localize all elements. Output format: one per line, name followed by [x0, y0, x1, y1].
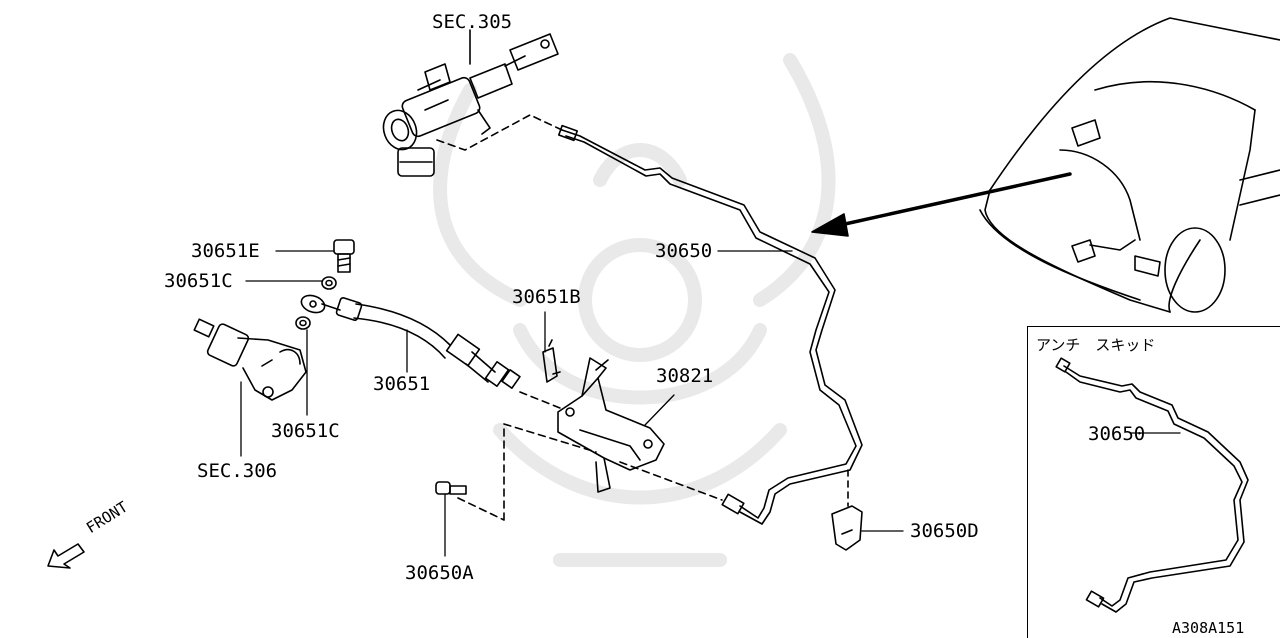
anti-skid-inset-frame: [1027, 326, 1280, 638]
washer-30651C-bottom: [295, 316, 311, 330]
label-sec306: SEC.306: [197, 460, 278, 482]
vehicle-sketch: [979, 17, 1280, 313]
front-arrow-icon: [47, 543, 85, 569]
label-sec305: SEC.305: [432, 11, 513, 33]
leader-dash-master: [436, 114, 563, 151]
hose-30651: [300, 294, 521, 389]
label-30651B: 30651B: [512, 286, 581, 308]
clip-30651B: [542, 339, 561, 383]
label-30651: 30651: [373, 373, 431, 395]
leader-lines: [240, 250, 904, 557]
label-30650A: 30650A: [405, 562, 474, 584]
figure-code: A308A151: [1172, 619, 1245, 637]
inset-label-30650: 30650: [1088, 423, 1146, 445]
clamp-30650D: [831, 505, 863, 551]
location-arrow: [811, 172, 1072, 237]
master-cylinder: [382, 29, 559, 177]
label-30821: 30821: [656, 365, 714, 387]
watermark-emblem: [433, 53, 836, 567]
label-30651E: 30651E: [191, 240, 260, 262]
bolt-30650A: [435, 481, 467, 495]
bolt-30651E: [333, 239, 355, 273]
clutch-line-30650: [557, 124, 863, 525]
label-30650: 30650: [655, 240, 713, 262]
operating-cylinder: [193, 318, 307, 401]
leader-dash-bracket: [519, 391, 723, 501]
label-30651C-top: 30651C: [164, 270, 233, 292]
washer-30651C-top: [321, 276, 337, 290]
label-30651C-bottom: 30651C: [271, 420, 340, 442]
label-30650D: 30650D: [910, 520, 979, 542]
leader-dash-bolt: [457, 423, 597, 521]
inset-clutch-line: [1055, 357, 1249, 613]
inset-title: アンチ スキッド: [1036, 336, 1156, 354]
bracket-30821: [557, 357, 665, 493]
